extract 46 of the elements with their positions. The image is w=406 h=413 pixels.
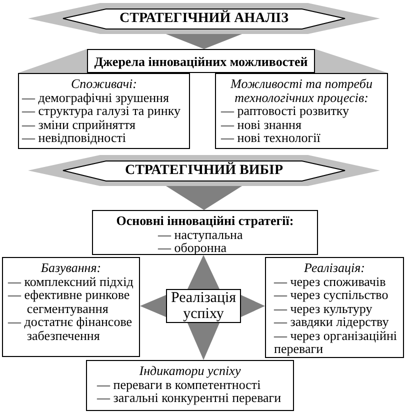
list-item: — достатнє фінансове забезпечення <box>8 315 134 342</box>
list-item: — ефективне ринкове сегментування <box>8 288 130 315</box>
list-item: — через організаційні переваги <box>274 328 398 356</box>
star-point <box>188 323 220 360</box>
text-box <box>2 257 140 357</box>
text-box <box>92 210 318 255</box>
list-item: — зміни сприйняття <box>22 118 136 131</box>
text-box <box>265 257 404 358</box>
list-item: — через культуру <box>274 302 372 315</box>
list-item: — загальні конкурентні переваги <box>97 391 282 404</box>
box-heading: Індикатори успіху <box>139 364 241 378</box>
fan-wedge <box>18 49 87 73</box>
banner-shape <box>28 155 380 186</box>
star-point <box>140 295 166 317</box>
box-heading: Можливості та потреби технологічних процесів: <box>229 77 374 104</box>
list-item: — через споживачів <box>274 274 386 288</box>
list-item: — нові знання <box>221 118 302 131</box>
banner-title: СТРАТЕГІЧНИЙ ВИБІР <box>124 162 284 178</box>
star-point <box>188 255 220 289</box>
text-box <box>18 73 190 149</box>
box-heading: Базування: <box>40 261 102 274</box>
list-item: — оборонна <box>158 241 227 254</box>
center-label: Реалізація успіху <box>170 290 238 322</box>
box-heading: Основні інноваційні стратегії: <box>116 214 294 228</box>
list-item: — структура галузі та ринку <box>22 104 180 118</box>
triangle-arrow <box>166 186 242 210</box>
list-item: — нові технології <box>221 131 320 144</box>
text-box <box>215 73 388 149</box>
list-item: — наступальна <box>158 228 243 241</box>
box-title: Джерела інноваційних можливостей <box>94 54 308 68</box>
title-box <box>87 49 315 73</box>
list-item: — комплексний підхід <box>8 274 134 288</box>
list-item: — через суспільство <box>274 288 388 302</box>
star-point <box>241 295 265 317</box>
triangle-arrow <box>166 34 242 49</box>
list-item: — демографічні зрушення <box>22 90 169 104</box>
banner-shape <box>28 3 380 34</box>
list-item: — завдяки лідерству <box>274 315 389 328</box>
box-heading: Споживачі: <box>71 77 137 90</box>
list-item: — невідповідності <box>22 131 126 144</box>
list-item: — раптовості розвитку <box>221 104 350 118</box>
list-item: — переваги в компетентності <box>97 378 261 391</box>
text-box <box>86 360 294 411</box>
banner-title: СТРАТЕГІЧНИЙ АНАЛІЗ <box>120 10 288 26</box>
box-heading: Реалізація: <box>304 261 365 274</box>
fan-wedge <box>315 49 388 73</box>
